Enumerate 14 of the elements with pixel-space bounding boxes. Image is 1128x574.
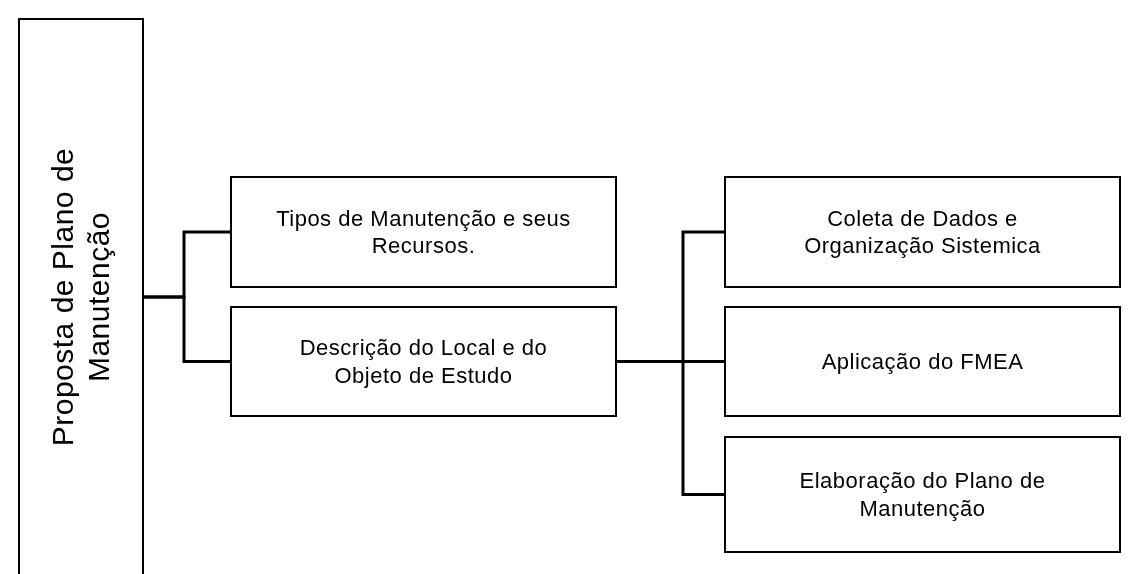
process-box [724, 436, 1121, 553]
connector [144, 295, 230, 363]
node-text: Descrição do Local e do Objeto de Estudo [298, 334, 549, 389]
node-text: Coleta de Dados e Organização Sistemica [803, 204, 1042, 260]
title-box [18, 18, 144, 574]
node-text: Elaboração do Plano de Manutenção [798, 467, 1047, 522]
node-text: Aplicação do FMEA [820, 347, 1025, 376]
process-box [230, 176, 617, 288]
node-text: Tipos de Manutenção e seus Recursos. [275, 204, 572, 260]
process-box [230, 306, 617, 417]
process-box [724, 306, 1121, 417]
connector [617, 360, 724, 496]
process-box [724, 176, 1121, 288]
node-text: Proposta de Plano de Manutenção [45, 146, 116, 449]
